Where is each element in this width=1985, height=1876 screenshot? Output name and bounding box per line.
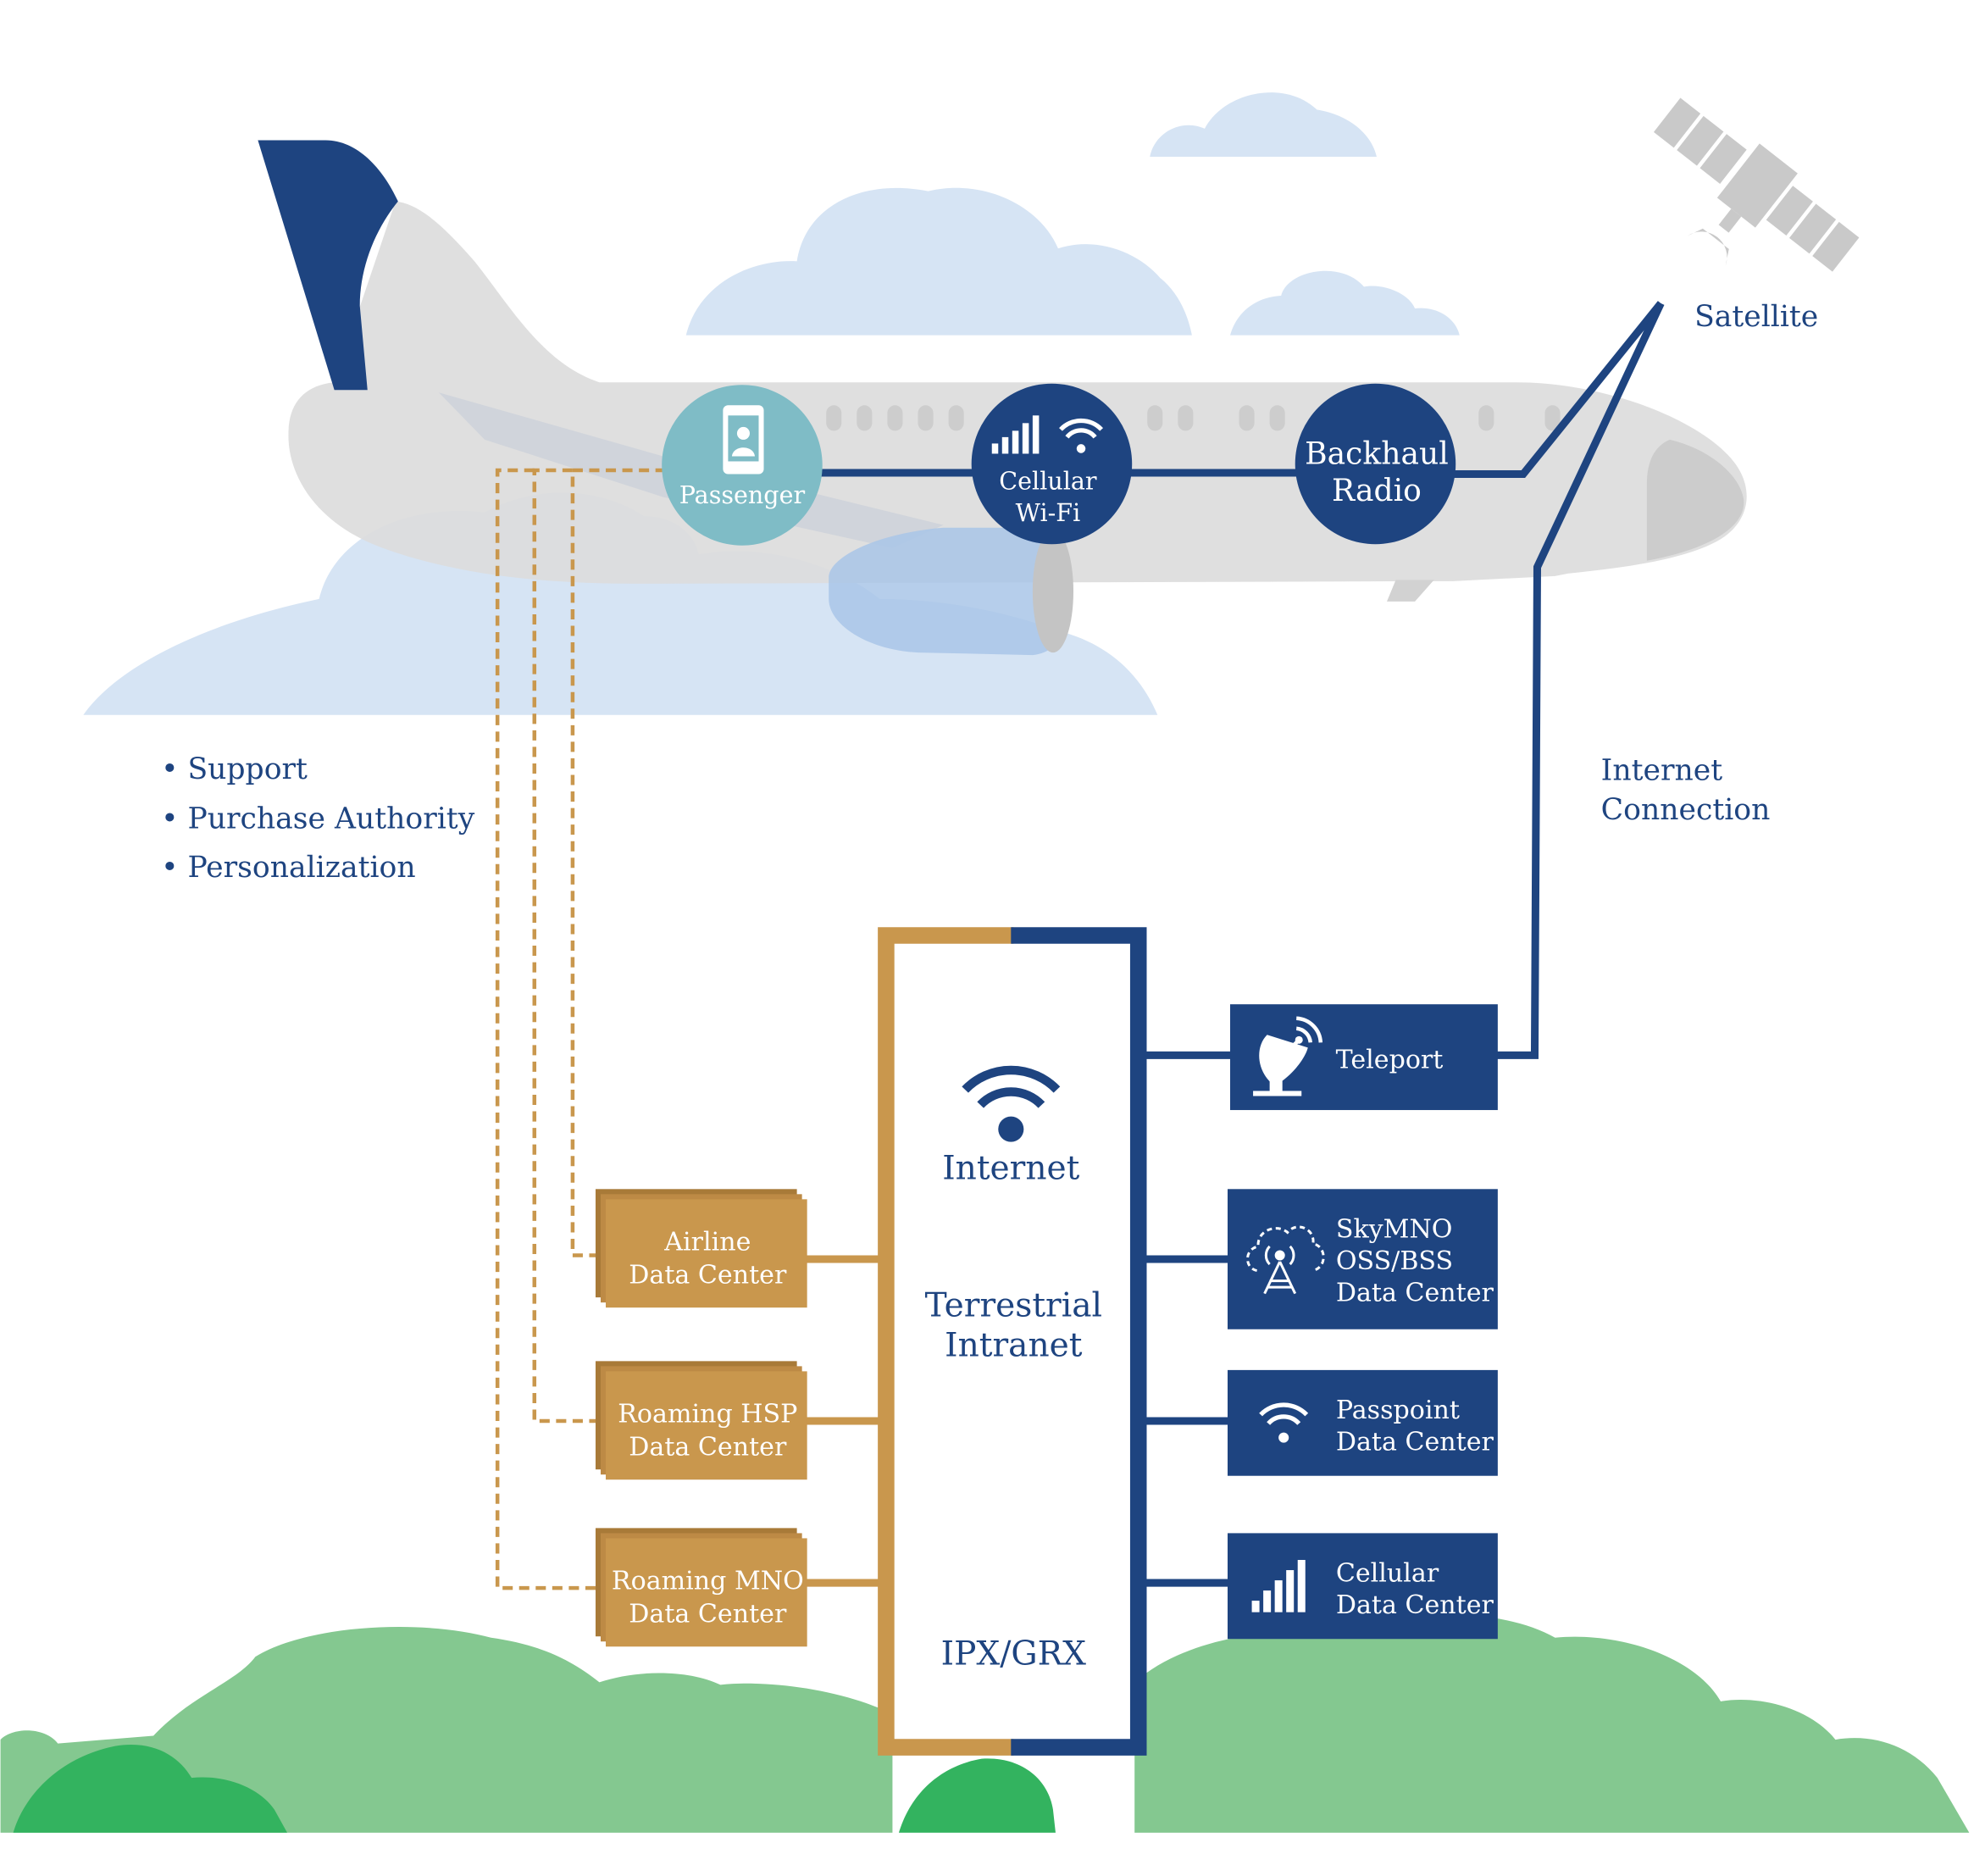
services-list-item: • Purchase Authority bbox=[161, 802, 475, 836]
skymno-line3: Data Center bbox=[1336, 1279, 1494, 1308]
ground-trees-dark-center bbox=[898, 1758, 1056, 1833]
passenger-label: Passenger bbox=[679, 480, 806, 509]
airplane-engine-intake bbox=[1032, 530, 1074, 653]
wifi-icon bbox=[1059, 418, 1104, 453]
airline-data-center[interactable]: Airline Data Center bbox=[595, 1189, 807, 1308]
services-list-item: • Personalization bbox=[161, 851, 416, 885]
navy-connectors bbox=[816, 301, 1665, 1587]
satellite-dish-icon bbox=[1253, 1016, 1323, 1096]
dashed-link-roaming-mno bbox=[495, 468, 600, 1590]
cellular-wifi-line2: Wi-Fi bbox=[1016, 498, 1081, 527]
backhaul-radio-line2: Radio bbox=[1332, 473, 1422, 508]
cellular-data-center[interactable]: Cellular Data Center bbox=[1228, 1533, 1498, 1640]
skymno-line2: OSS/BSS bbox=[1336, 1246, 1453, 1276]
airplane-engine bbox=[829, 527, 1072, 656]
cloud-large bbox=[685, 187, 1192, 336]
cellular-data-center-line1: Cellular bbox=[1336, 1559, 1439, 1589]
dashed-link-airline bbox=[570, 468, 666, 1257]
airplane-windows bbox=[826, 405, 1561, 431]
services-list-item: • Support bbox=[161, 752, 308, 786]
link-satellite-teleport bbox=[1494, 302, 1665, 1059]
services-list: • Support • Purchase Authority • Persona… bbox=[161, 752, 475, 885]
terrestrial-intranet-line1: Terrestrial bbox=[925, 1287, 1102, 1325]
airline-data-center-line2: Data Center bbox=[629, 1261, 787, 1290]
dashed-connectors bbox=[495, 468, 666, 1590]
cell-tower-cloud-icon bbox=[1246, 1225, 1325, 1295]
satellite-icon bbox=[1653, 97, 1860, 272]
teleport-box[interactable]: Teleport bbox=[1230, 1004, 1498, 1111]
cloud-bottom bbox=[83, 492, 1158, 715]
passenger-node[interactable]: Passenger bbox=[662, 385, 823, 546]
satellite-label: Satellite bbox=[1694, 300, 1818, 334]
ipx-grx-label: IPX/GRX bbox=[941, 1635, 1086, 1673]
cellular-data-center-line2: Data Center bbox=[1336, 1590, 1494, 1620]
signal-bars-icon bbox=[1251, 1559, 1306, 1612]
airline-data-center-line1: Airline bbox=[663, 1227, 751, 1257]
passpoint-line1: Passpoint bbox=[1336, 1396, 1460, 1425]
skymno-line1: SkyMNO bbox=[1336, 1214, 1453, 1244]
ground-hills-right bbox=[1134, 1614, 1970, 1833]
ground-trees bbox=[0, 1614, 1970, 1833]
dashed-link-roaming-hsp bbox=[532, 468, 600, 1424]
smartphone-icon bbox=[723, 405, 764, 475]
wifi-icon bbox=[962, 1065, 1061, 1142]
passpoint-line2: Data Center bbox=[1336, 1428, 1494, 1457]
cloud-small bbox=[1150, 92, 1377, 158]
airplane-tail-fin bbox=[258, 140, 398, 391]
terrestrial-intranet-line2: Intranet bbox=[945, 1326, 1083, 1364]
intranet-border-gold bbox=[878, 927, 1014, 1756]
roaming-mno-data-center-line2: Data Center bbox=[629, 1600, 787, 1629]
backhaul-radio-line1: Backhaul bbox=[1305, 436, 1449, 471]
ground-trees-dark-left bbox=[13, 1744, 287, 1833]
internet-connection-label: Internet Connection bbox=[1601, 753, 1771, 827]
backhaul-radio-node[interactable]: Backhaul Radio bbox=[1295, 383, 1456, 545]
background-clouds bbox=[83, 92, 1460, 715]
signal-bars-icon bbox=[991, 415, 1040, 454]
airplane-nose bbox=[1646, 439, 1744, 561]
backhaul-radio-circle bbox=[1295, 383, 1456, 545]
teleport-label: Teleport bbox=[1336, 1045, 1444, 1074]
gold-connectors bbox=[806, 1255, 885, 1587]
roaming-mno-data-center[interactable]: Roaming MNO Data Center bbox=[595, 1528, 807, 1647]
terrestrial-intranet-box: Internet Terrestrial Intranet IPX/GRX bbox=[878, 927, 1147, 1756]
cloud-right bbox=[1230, 270, 1460, 336]
wifi-icon bbox=[1259, 1402, 1309, 1443]
cellular-wifi-node[interactable]: Cellular Wi-Fi bbox=[971, 383, 1133, 545]
passpoint-data-center[interactable]: Passpoint Data Center bbox=[1228, 1369, 1498, 1476]
link-backhaul-satellite bbox=[1453, 301, 1664, 479]
internet-connection-line1: Internet bbox=[1601, 753, 1723, 787]
airplane-landing-gear bbox=[1387, 580, 1434, 602]
internet-label: Internet bbox=[942, 1149, 1079, 1187]
roaming-hsp-data-center-line2: Data Center bbox=[629, 1433, 787, 1463]
internet-connection-line2: Connection bbox=[1601, 793, 1771, 827]
cellular-wifi-line1: Cellular bbox=[999, 467, 1097, 496]
skymno-data-center[interactable]: SkyMNO OSS/BSS Data Center bbox=[1228, 1189, 1498, 1329]
roaming-hsp-data-center-line1: Roaming HSP bbox=[618, 1400, 797, 1429]
roaming-hsp-data-center[interactable]: Roaming HSP Data Center bbox=[595, 1361, 807, 1480]
intranet-border-navy bbox=[1011, 927, 1147, 1756]
roaming-mno-data-center-line1: Roaming MNO bbox=[612, 1567, 804, 1596]
